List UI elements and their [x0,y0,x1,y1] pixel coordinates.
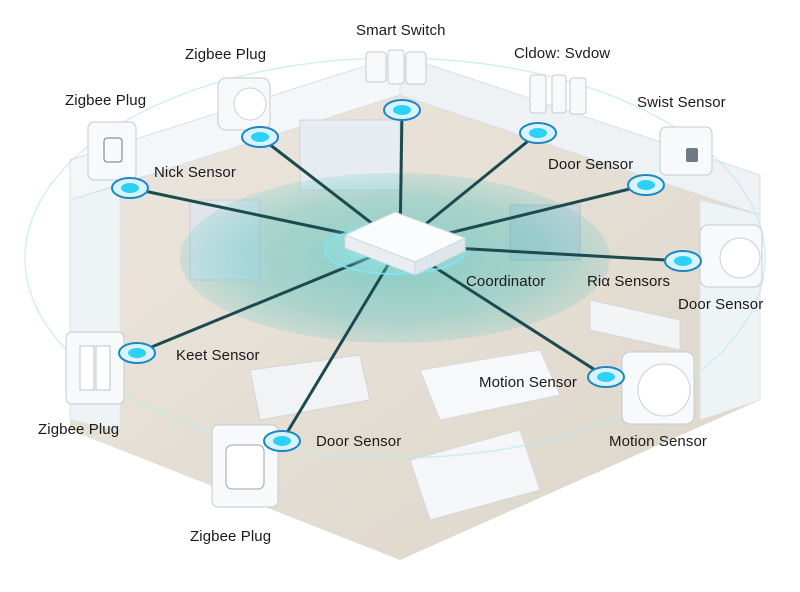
label-keet-sensor: Keet Sensor [176,347,260,364]
door-sensor-device-icon [699,224,763,288]
node-core [121,183,139,193]
node-door-sensor-upper[interactable] [627,174,665,196]
mesh-nodes [111,99,702,452]
node-zigbee-plug-top[interactable] [241,126,279,148]
node-core [637,180,655,190]
label-zigbee-plug-left: Zigbee Plug [65,92,147,109]
node-core [597,372,615,382]
motion-sensor-device-icon [621,351,695,425]
node-ria-sensors[interactable] [664,250,702,272]
sensor-box-icon [659,126,713,176]
label-window-sensor: Cldow: Svdow [514,45,611,62]
outlet-icon [211,424,279,508]
plug-icon [217,77,271,131]
node-core [251,132,269,142]
label-door-sensor-lower: Door Sensor [316,433,402,450]
node-core [674,256,692,266]
link-door-sensor-lower [280,243,402,443]
coordinator-label: Coordinator [466,273,546,290]
node-core [128,348,146,358]
node-core [529,128,547,138]
node-keet-sensor[interactable] [118,342,156,364]
label-nick-sensor: Nick Sensor [154,164,236,181]
label-smart-switch: Smart Switch [356,22,446,39]
zigbee-hub-icon [315,211,475,278]
node-core [393,105,411,115]
node-smart-switch-top[interactable] [383,99,421,121]
label-zigbee-plug-top: Zigbee Plug [185,46,267,63]
outlet-icon [87,121,137,181]
device-icons [65,49,763,508]
wall-switch-icon [65,331,125,405]
node-core [273,436,291,446]
smart-switch-icon [365,49,427,85]
label-zigbee-plug-bottom: Zigbee Plug [190,528,272,545]
label-swist-sensor: Swist Sensor [637,94,726,111]
door-window-sensor-icon [529,74,587,115]
label-door-sensor-upper: Door Sensor [548,156,634,173]
label-motion-sensor-right: Motion Sensor [609,433,708,450]
node-door-sensor-lower[interactable] [263,430,301,452]
node-nick-sensor[interactable] [111,177,149,199]
node-motion-sensor-mid[interactable] [587,366,625,388]
label-door-sensor-right: Door Sensor [678,296,764,313]
label-ria-sensors: Riα Sensors [587,273,671,290]
node-window-sensor-top[interactable] [519,122,557,144]
label-zigbee-plug-lower-left: Zigbee Plug [38,421,120,438]
label-motion-sensor-mid: Motion Sensor [479,374,578,391]
